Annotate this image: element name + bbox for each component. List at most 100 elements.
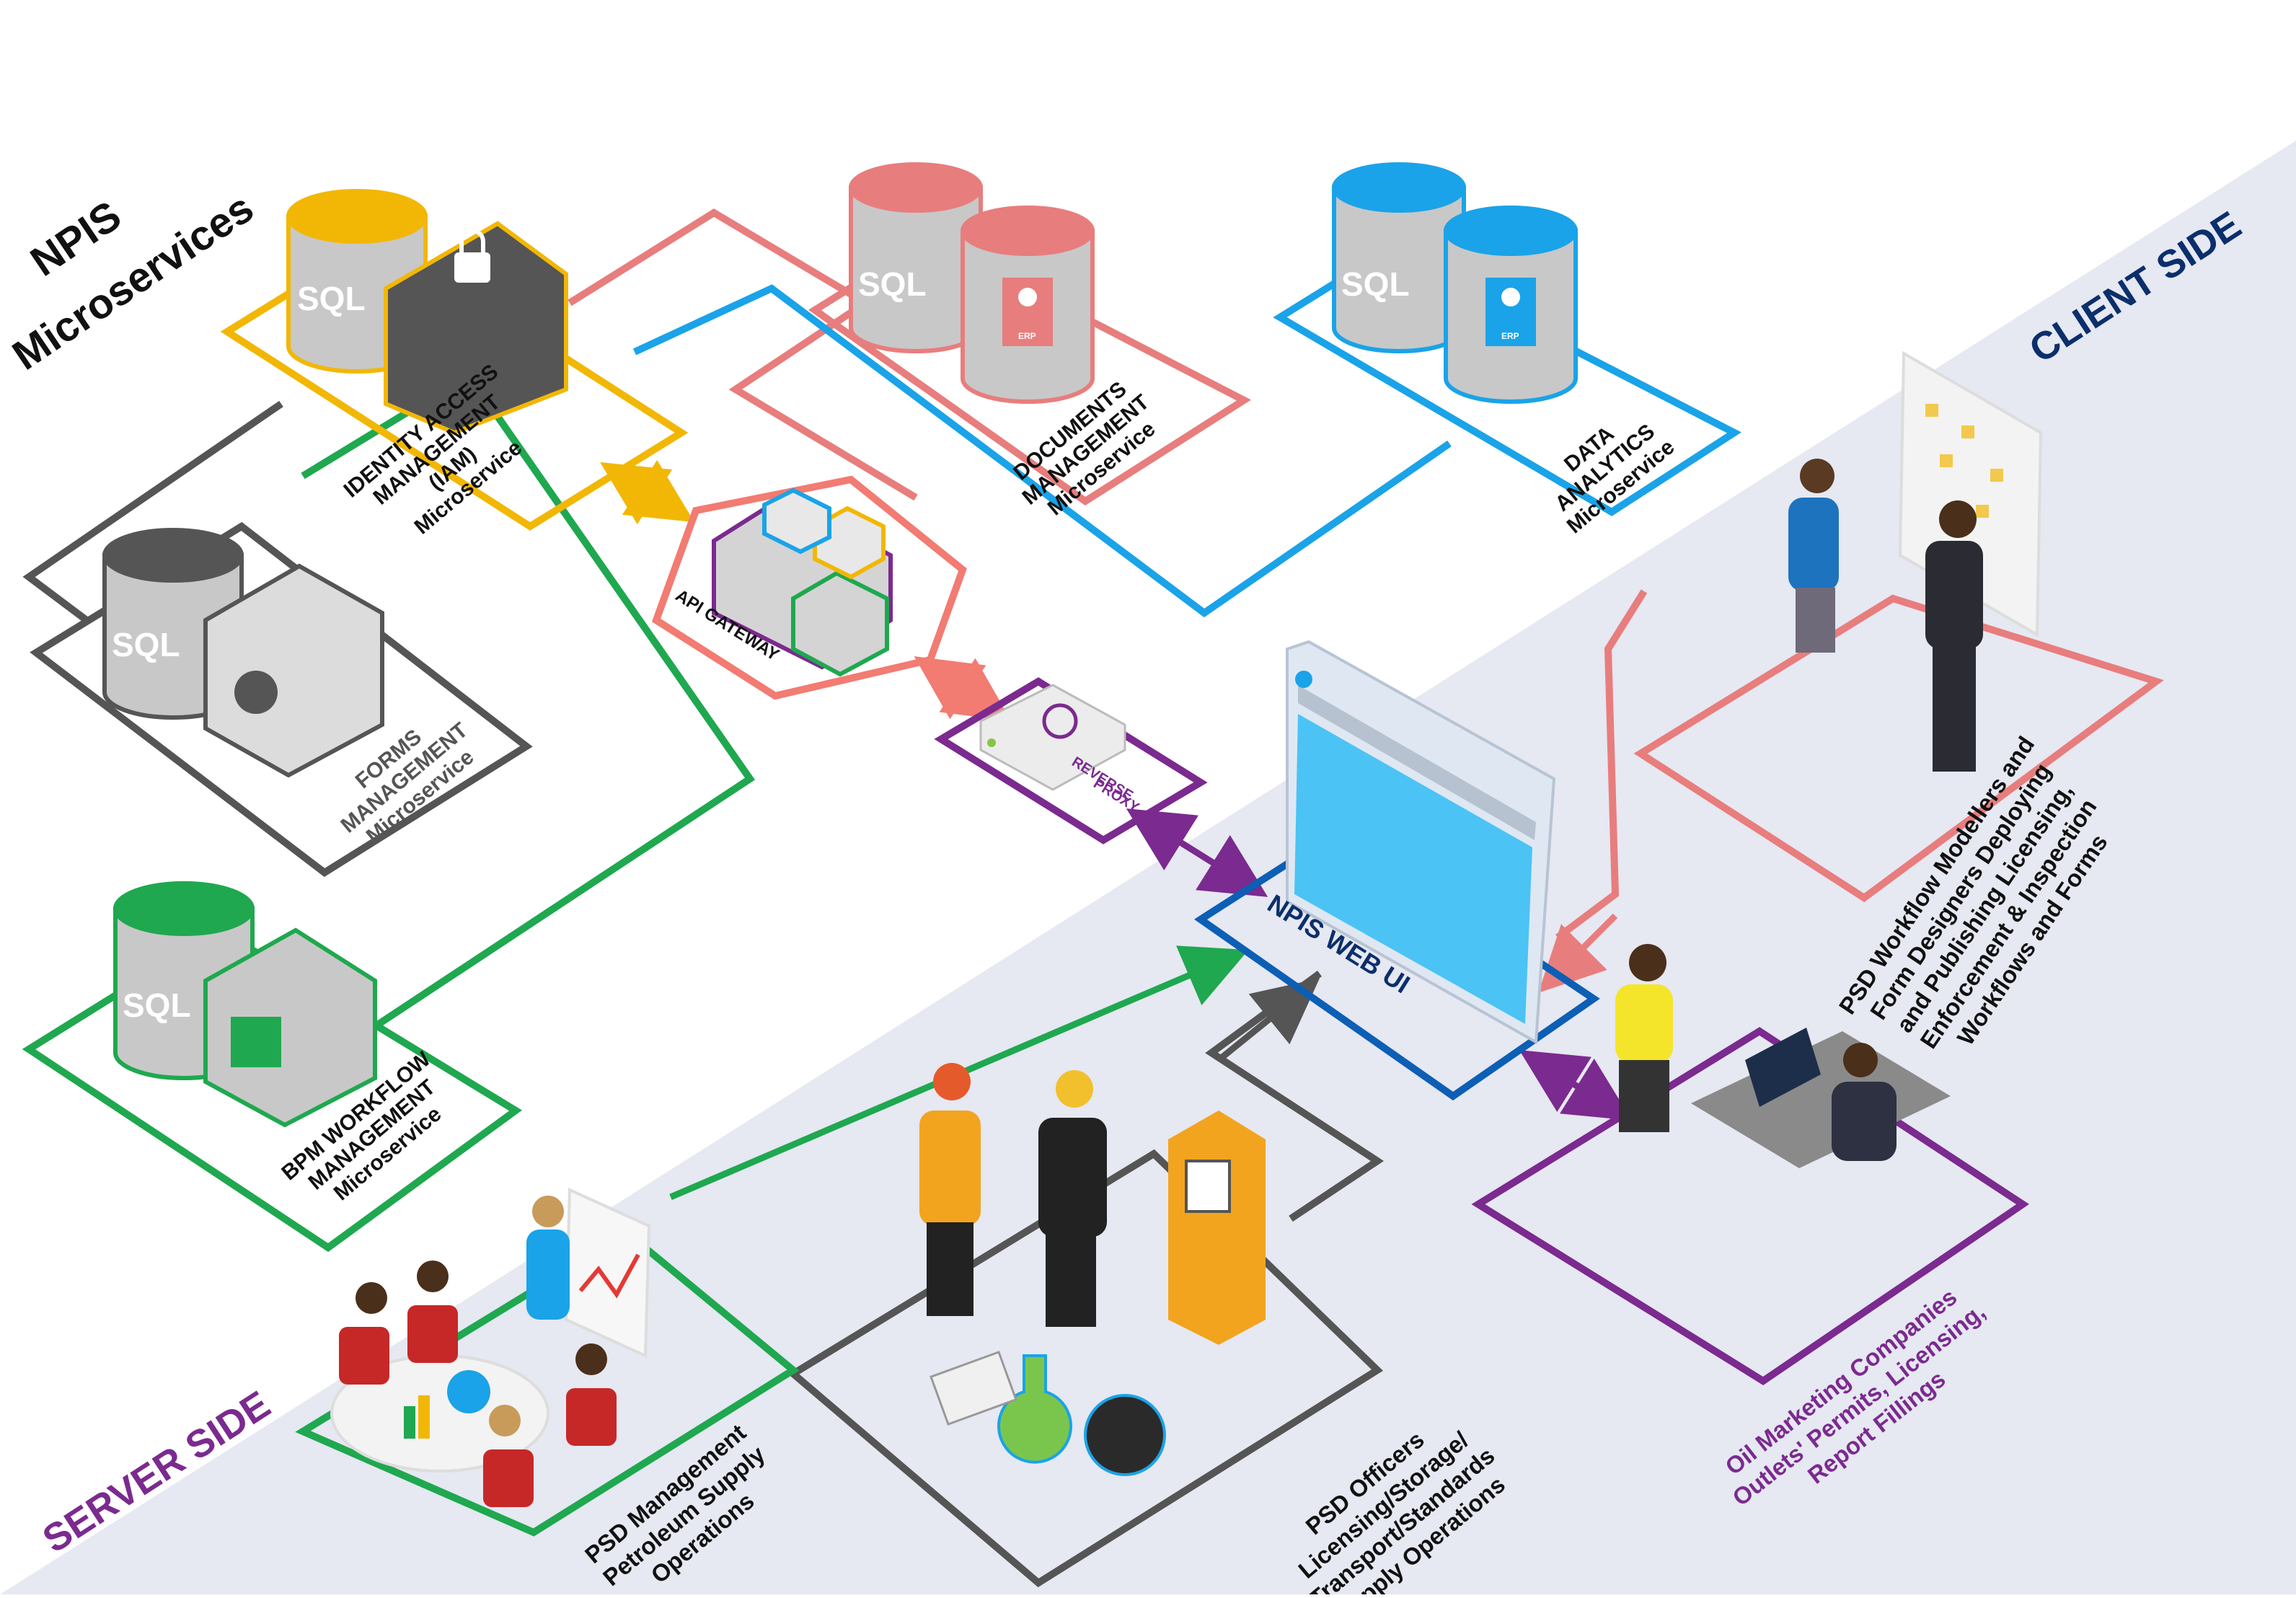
person-head: [1800, 459, 1834, 493]
person-body: [1925, 541, 1983, 649]
proxy-webui-arrow: [1126, 808, 1268, 897]
person-skirt: [1619, 1060, 1669, 1132]
person-body: [1038, 1118, 1107, 1237]
back-icon: [1295, 671, 1312, 688]
analytics-sql-label: SQL: [1341, 265, 1410, 303]
iam-gateway-arrow: [600, 459, 694, 525]
forms-sql-label: SQL: [112, 626, 180, 663]
lock-shackle: [459, 229, 485, 252]
iam-database: SQL: [286, 189, 568, 436]
person-head: [417, 1261, 449, 1292]
npis-web-ui-monitor: NPIS WEB UI: [1263, 640, 1556, 1045]
officers-frame: [787, 1149, 1384, 1588]
sticky-note: [1961, 425, 1974, 438]
person-head: [575, 1343, 607, 1375]
gear-icon: [234, 671, 278, 714]
sticky-note: [1940, 454, 1953, 467]
person-head: [1843, 1043, 1878, 1077]
gateway-block-green: [791, 570, 889, 677]
chair: [339, 1327, 389, 1385]
person-body: [1788, 498, 1839, 591]
title-block: NPIS Microservices: [4, 185, 262, 379]
iam-sql-label: SQL: [297, 280, 366, 317]
person-head: [356, 1282, 387, 1314]
bpm-server: [203, 927, 377, 1128]
forms-gray-line: [22, 400, 283, 623]
bar-chart-icon: [404, 1406, 415, 1439]
fuel-pump-display: [1185, 1160, 1231, 1213]
documents-cylinder-1-top: [849, 162, 983, 213]
globe-icon: [1042, 703, 1078, 739]
bar-chart-icon: [418, 1395, 430, 1439]
gateway-proxy-arrow: [914, 656, 1012, 721]
user-icon: [1018, 288, 1037, 306]
analytics-connector: [632, 284, 1452, 618]
modellers-illustration: [1788, 350, 2043, 772]
bpm-cylinder-top: [113, 881, 255, 936]
bpm-sql-label: SQL: [123, 986, 191, 1024]
forms-server: [203, 563, 384, 778]
laptop-icon: [1745, 1028, 1821, 1107]
workflow-grid-icon: [231, 1017, 281, 1067]
user-icon: [1501, 288, 1520, 306]
officers-illustration: [919, 1063, 1266, 1476]
management-illustration: [330, 1187, 651, 1507]
person-body: [1832, 1082, 1897, 1161]
chair: [407, 1305, 458, 1363]
documents-erp-label: ERP: [1018, 331, 1036, 341]
monitor-screen: [1294, 714, 1532, 1024]
person-head: [489, 1405, 521, 1436]
analytics-database: SQL ERP: [1332, 162, 1578, 404]
modellers-webui-arrow: [1538, 913, 1618, 993]
desk: [1691, 1031, 1951, 1168]
sticky-note: [1976, 505, 1989, 518]
documents-database: SQL ERP: [849, 162, 1095, 404]
person-head: [1939, 500, 1977, 538]
gateway-block-blue: [762, 487, 831, 555]
hardhat-icon: [933, 1063, 971, 1100]
person-head: [532, 1196, 564, 1227]
monitor-address-bar: [1298, 685, 1536, 840]
trend-chart-icon: [578, 1253, 640, 1299]
sticky-note: [1925, 404, 1938, 417]
person-legs: [927, 1222, 973, 1316]
forms-cylinder-top: [102, 528, 244, 583]
person-legs: [1046, 1233, 1096, 1327]
chair: [483, 1449, 534, 1507]
person-head: [1629, 944, 1666, 981]
sticky-note: [1990, 469, 2003, 482]
person-legs: [1933, 645, 1976, 772]
person-skirt: [1796, 588, 1835, 653]
chair: [566, 1388, 617, 1446]
bpm-green-line: [301, 370, 756, 1035]
flask-icon: [997, 1354, 1072, 1464]
documents-sql-label: SQL: [858, 265, 927, 303]
lock-icon: [454, 252, 490, 283]
gateway-hexagon: [651, 475, 967, 700]
person-body: [526, 1230, 570, 1320]
api-gateway-servers: API GATEWAY: [672, 487, 893, 677]
person-body: [919, 1111, 981, 1226]
proxy-device: [979, 684, 1126, 791]
analytics-label: DATA ANALYTICS Microservice: [1550, 420, 1679, 539]
iam-server-rack: [384, 221, 568, 436]
title-line-2: Microservices: [4, 185, 262, 379]
bpm-database: SQL: [113, 881, 377, 1128]
management-frame: [295, 1228, 800, 1537]
fuel-pump-icon: [1168, 1111, 1266, 1345]
hardhat-icon: [1056, 1070, 1093, 1108]
flask-icon: [1084, 1394, 1166, 1476]
analytics-cylinder-1-top: [1332, 162, 1466, 213]
analytics-cylinder-2-top: [1444, 206, 1578, 256]
pie-chart-icon: [447, 1370, 490, 1413]
document-icon: [930, 1351, 1017, 1426]
proxy-frame: [934, 677, 1208, 844]
status-led: [987, 738, 996, 747]
omc-webui-arrow: [1519, 1050, 1633, 1121]
iam-cylinder-top: [286, 189, 428, 244]
person-body: [1615, 984, 1673, 1064]
officers-webui-arrow: [1217, 978, 1320, 1063]
forms-database: SQL: [102, 528, 384, 778]
